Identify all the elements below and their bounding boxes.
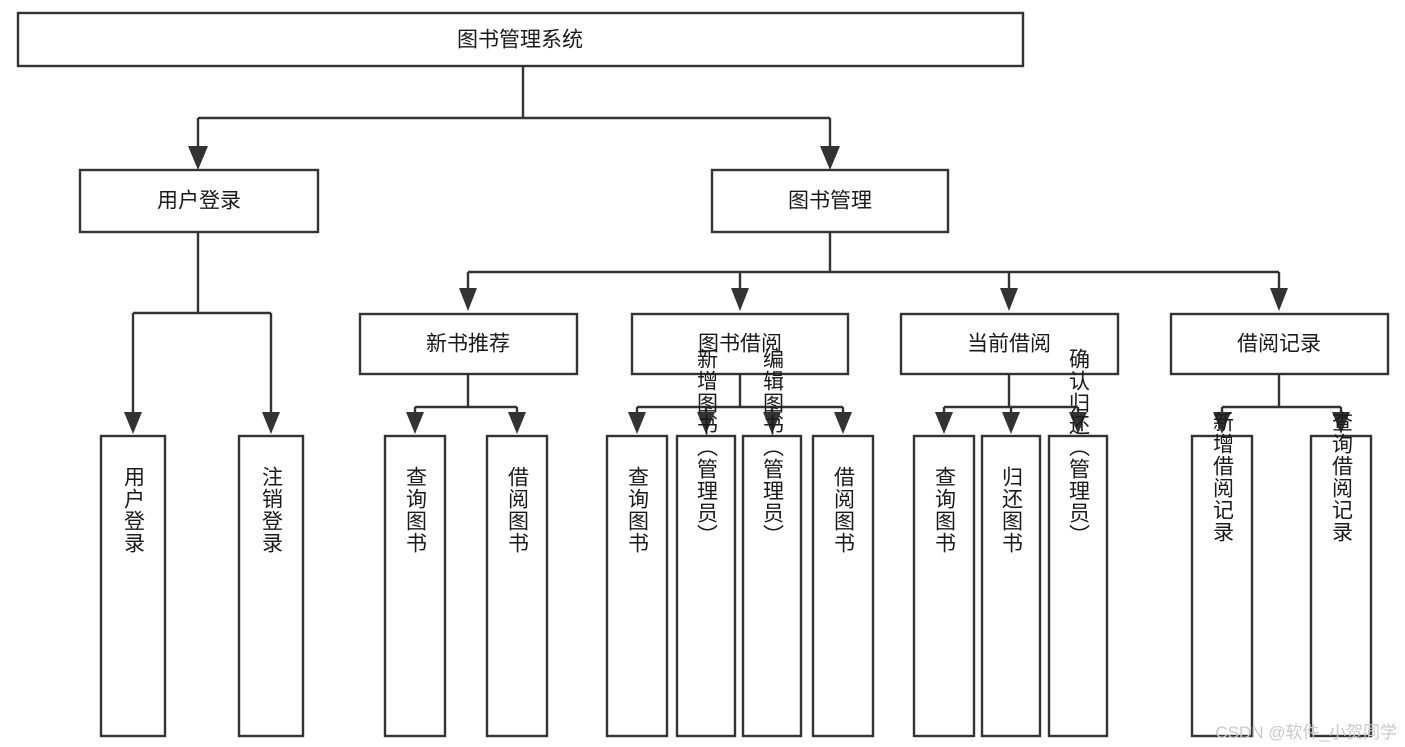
node-book-borrow[interactable]: 图书借阅 <box>630 312 850 376</box>
node-root[interactable]: 图书管理系统 <box>16 11 1025 68</box>
node-book-manage[interactable]: 图书管理 <box>710 168 950 234</box>
node-leaf-borrow-book-2-label: 借阅图书 <box>832 466 856 554</box>
node-leaf-logout-box[interactable] <box>237 434 305 738</box>
node-leaf-add-record-box[interactable] <box>1190 434 1254 738</box>
node-leaf-add-book[interactable]: 新增图书（管理员） <box>675 348 737 738</box>
arrow-icon <box>1332 412 1350 434</box>
node-current-borrow[interactable]: 当前借阅 <box>899 312 1120 376</box>
connector-bookborrow-to-leaves <box>628 374 852 434</box>
node-leaf-edit-book-box[interactable] <box>741 434 803 738</box>
arrow-icon <box>697 412 715 434</box>
node-leaf-query-book-1[interactable]: 查询图书 <box>383 434 447 738</box>
node-new-book-rec-box[interactable] <box>358 312 579 376</box>
arrow-icon <box>731 288 749 311</box>
arrow-icon <box>935 412 953 434</box>
node-leaf-edit-book[interactable]: 编辑图书（管理员） <box>741 348 803 738</box>
node-leaf-borrow-book-2-box[interactable] <box>811 434 875 738</box>
node-leaf-add-record-label: 新增借阅记录 <box>1211 411 1235 543</box>
node-user-login-label: 用户登录 <box>157 190 241 213</box>
node-book-borrow-label: 图书借阅 <box>698 333 782 356</box>
node-leaf-edit-book-label: 编辑图书（管理员） <box>761 348 785 546</box>
node-root-box[interactable] <box>16 11 1025 68</box>
node-borrow-record-box[interactable] <box>1169 312 1390 376</box>
node-user-login[interactable]: 用户登录 <box>78 168 320 234</box>
connector-bookmanage-to-level3 <box>459 233 1288 311</box>
node-new-book-rec-label: 新书推荐 <box>426 333 510 356</box>
arrow-icon <box>459 288 477 311</box>
arrow-icon <box>1002 412 1020 434</box>
node-root-label: 图书管理系统 <box>457 29 583 52</box>
node-leaf-add-book-label: 新增图书（管理员） <box>695 348 719 546</box>
node-new-book-rec[interactable]: 新书推荐 <box>358 312 579 376</box>
node-book-manage-box[interactable] <box>710 168 950 234</box>
arrow-icon <box>834 412 852 434</box>
node-leaf-user-login-box[interactable] <box>99 434 167 738</box>
arrow-icon <box>820 146 840 170</box>
node-borrow-record-label: 借阅记录 <box>1237 333 1321 356</box>
node-leaf-confirm-return-label: 确认归还（管理员） <box>1067 348 1091 546</box>
arrow-icon <box>262 412 280 434</box>
arrow-icon <box>1000 288 1018 311</box>
arrow-icon <box>628 412 646 434</box>
connector-userlogin-to-leaves <box>124 233 280 434</box>
node-user-login-box[interactable] <box>78 168 320 234</box>
node-leaf-confirm-return-box[interactable] <box>1047 434 1109 738</box>
node-leaf-query-book-1-box[interactable] <box>383 434 447 738</box>
arrow-icon <box>1270 288 1288 311</box>
node-leaf-query-book-2[interactable]: 查询图书 <box>605 434 669 738</box>
arrow-icon <box>1213 412 1231 434</box>
node-current-borrow-box[interactable] <box>899 312 1120 376</box>
node-leaf-borrow-book-1-box[interactable] <box>485 434 549 738</box>
node-leaf-confirm-return[interactable]: 确认归还（管理员） <box>1047 348 1109 738</box>
node-leaf-user-login[interactable]: 用户登录 <box>99 434 167 738</box>
node-leaf-borrow-book-1-label: 借阅图书 <box>506 466 530 554</box>
node-leaf-add-record[interactable]: 新增借阅记录 <box>1190 411 1254 738</box>
arrow-icon <box>406 412 424 434</box>
node-leaf-query-record-label: 查询借阅记录 <box>1330 411 1354 543</box>
node-current-borrow-label: 当前借阅 <box>967 333 1051 356</box>
node-leaf-borrow-book-2[interactable]: 借阅图书 <box>811 434 875 738</box>
csdn-watermark: CSDN @软件_小贺同学 <box>1215 723 1397 742</box>
connector-borrowrecord-to-leaves <box>1213 374 1350 434</box>
arrow-icon <box>763 412 781 434</box>
node-leaf-return-book-box[interactable] <box>980 434 1042 738</box>
node-leaf-query-book-2-label: 查询图书 <box>626 466 650 554</box>
connector-newbook-to-leaves <box>406 374 526 434</box>
arrow-icon <box>1069 412 1087 434</box>
node-leaf-query-book-3-box[interactable] <box>912 434 976 738</box>
node-leaf-return-book[interactable]: 归还图书 <box>980 434 1042 738</box>
node-leaf-logout[interactable]: 注销登录 <box>237 434 305 738</box>
arrow-icon <box>188 146 208 170</box>
node-book-borrow-box[interactable] <box>630 312 850 376</box>
connector-currentborrow-to-leaves <box>935 374 1087 434</box>
node-borrow-record[interactable]: 借阅记录 <box>1169 312 1390 376</box>
node-leaf-user-login-label: 用户登录 <box>122 466 146 554</box>
node-leaf-query-book-1-label: 查询图书 <box>404 466 428 554</box>
node-leaf-borrow-book-1[interactable]: 借阅图书 <box>485 434 549 738</box>
arrow-icon <box>508 412 526 434</box>
node-leaf-query-book-3-label: 查询图书 <box>933 466 957 554</box>
node-leaf-query-book-3[interactable]: 查询图书 <box>912 434 976 738</box>
node-leaf-query-record[interactable]: 查询借阅记录 <box>1309 411 1373 738</box>
node-leaf-logout-label: 注销登录 <box>260 466 284 554</box>
connector-root-to-level2 <box>188 65 840 170</box>
node-leaf-add-book-box[interactable] <box>675 434 737 738</box>
node-leaf-query-record-box[interactable] <box>1309 434 1373 738</box>
node-book-manage-label: 图书管理 <box>788 190 872 213</box>
arrow-icon <box>124 412 142 434</box>
node-leaf-return-book-label: 归还图书 <box>1000 466 1024 554</box>
node-leaf-query-book-2-box[interactable] <box>605 434 669 738</box>
